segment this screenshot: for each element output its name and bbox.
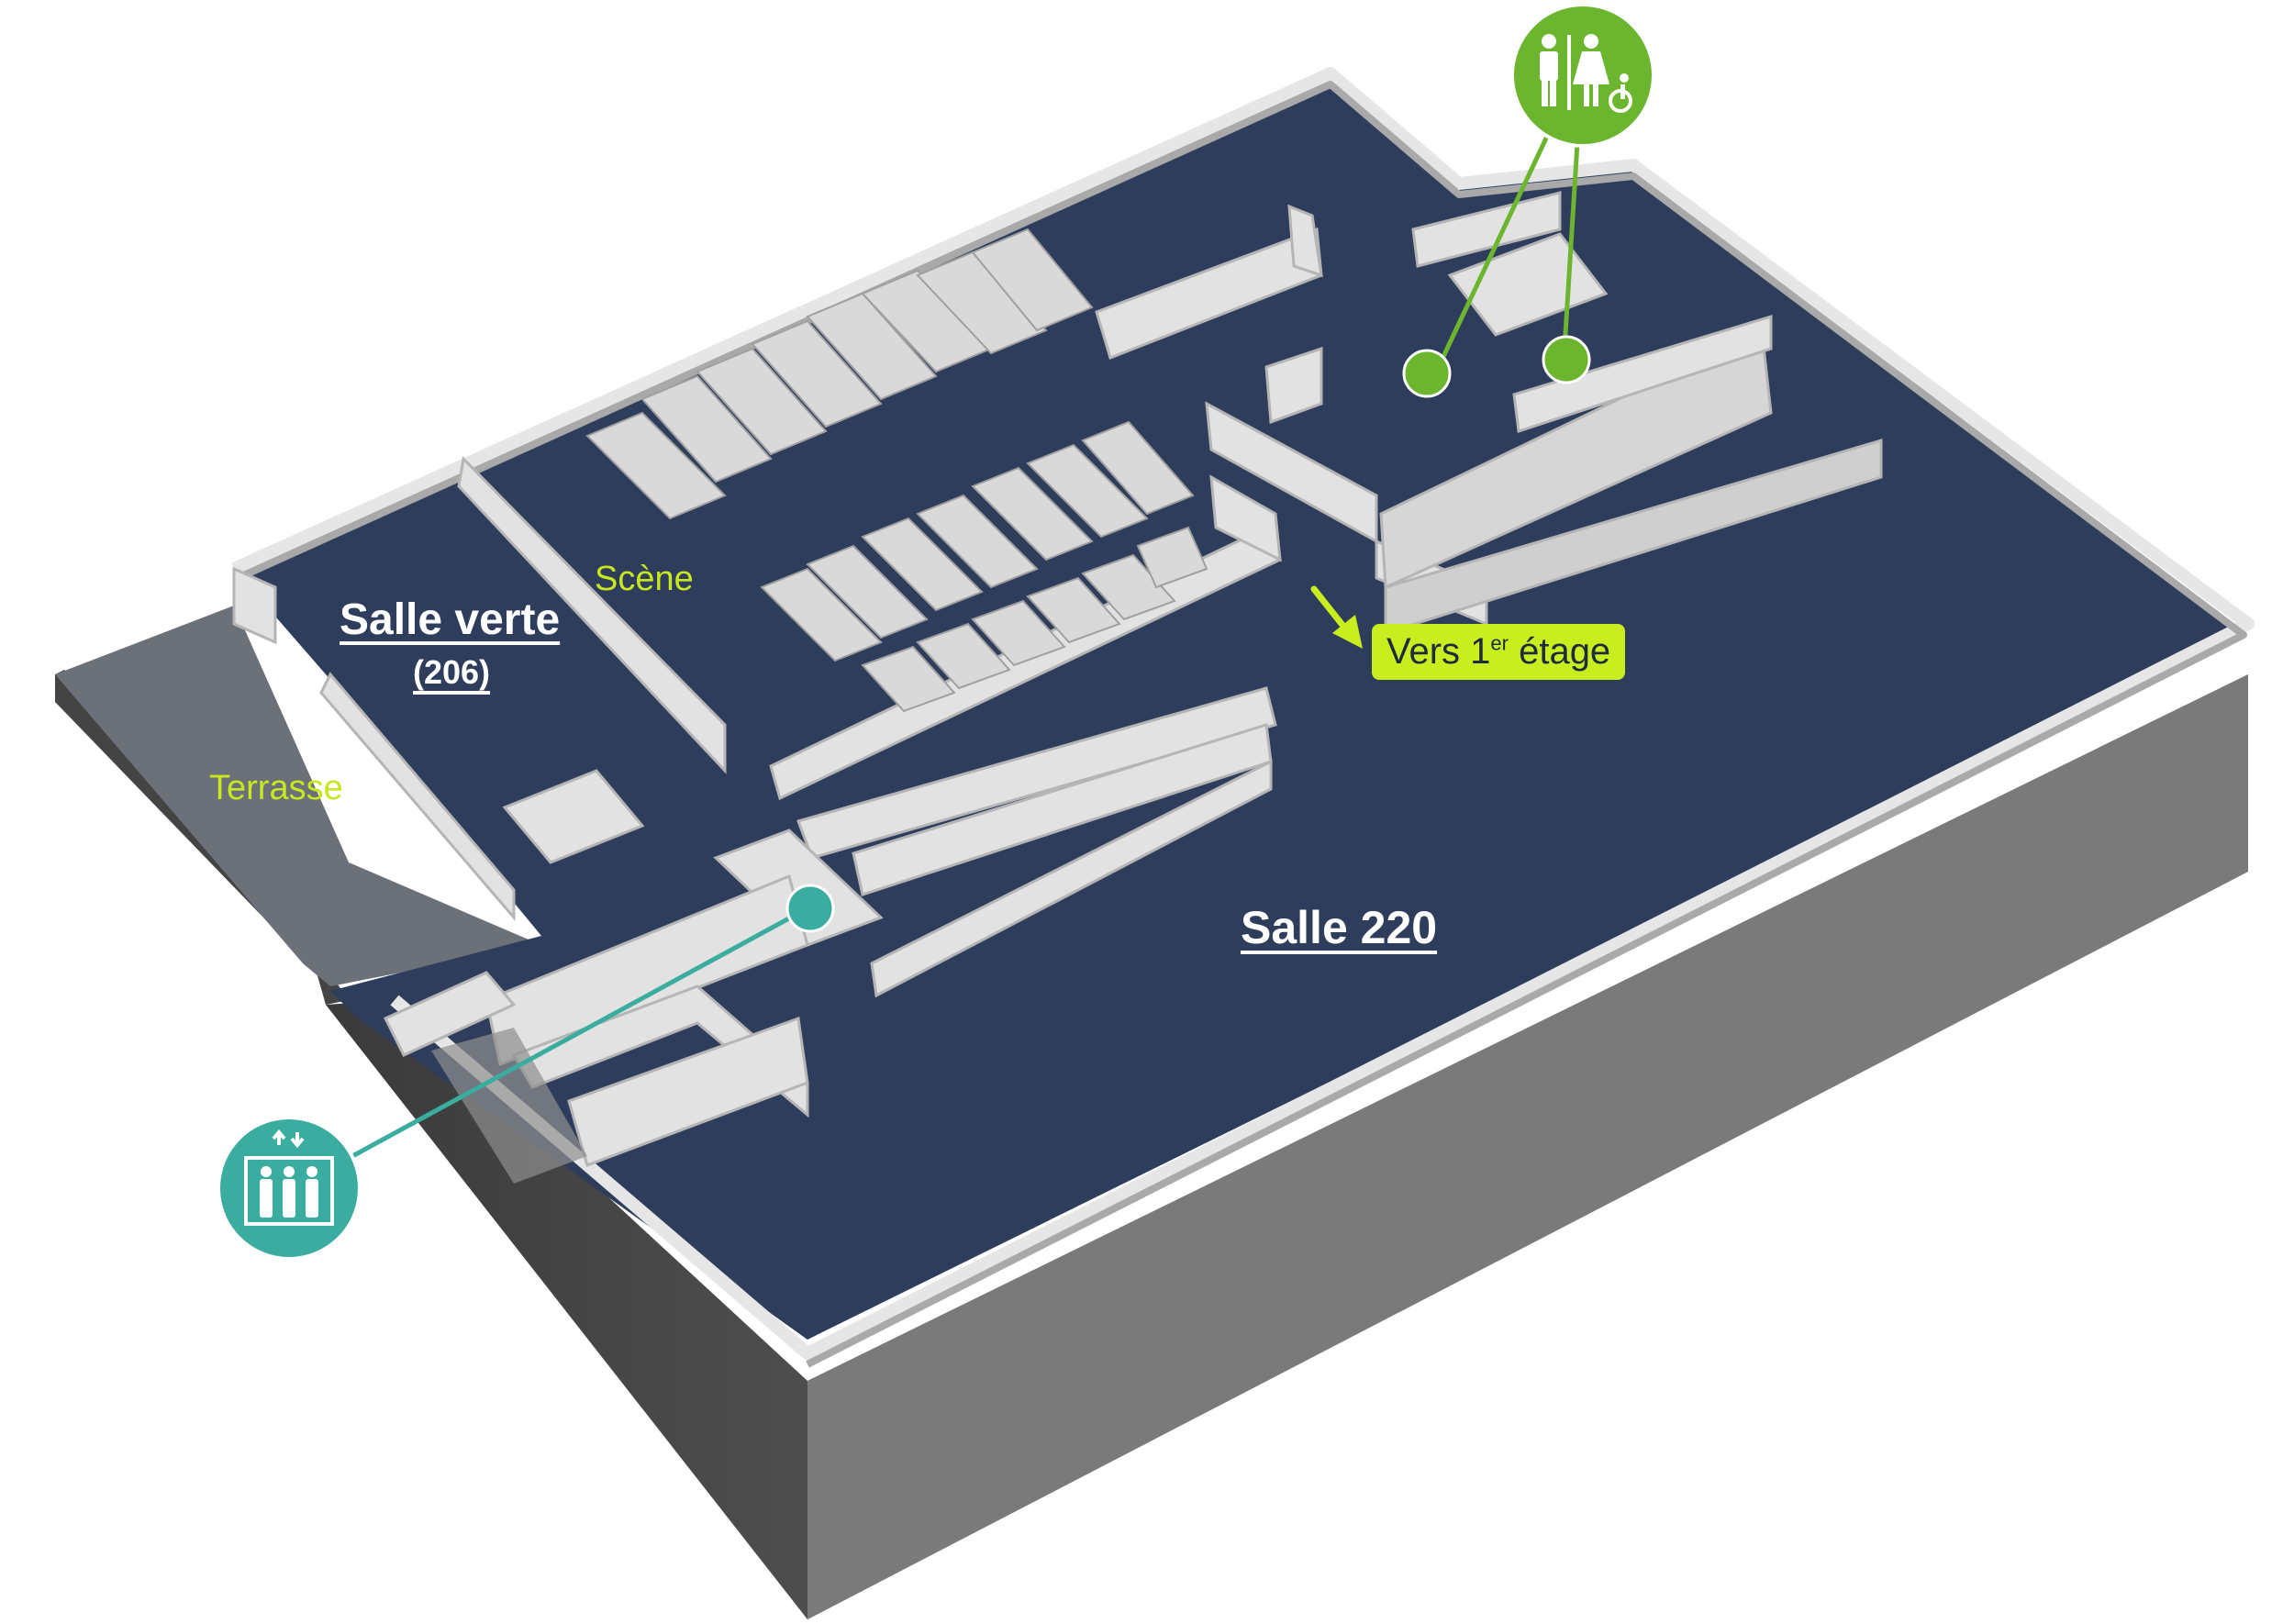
stairs-tag-sup: er <box>1490 631 1509 655</box>
stairs-tag-suffix: étage <box>1508 631 1611 672</box>
arrow-down-right-icon <box>1310 585 1363 649</box>
room-label-salle-220: Salle 220 <box>1241 902 1438 953</box>
seating-tables <box>585 228 1208 713</box>
stairs-to-first-floor-tag: Vers 1er étage <box>1372 624 1626 680</box>
elevator-lobby-floor <box>431 1028 587 1184</box>
elevator-icon <box>244 1129 334 1226</box>
room-number-salle-verte: (206) <box>413 653 491 691</box>
zone-label-scene: Scène <box>595 560 694 598</box>
terrace-area <box>55 606 541 986</box>
interior-walls <box>232 191 1883 1167</box>
room-label-salle-verte: Salle verte <box>340 595 561 644</box>
outer-wall-rim <box>231 67 2255 1360</box>
stairs-tag-prefix: Vers 1 <box>1386 631 1491 672</box>
restroom-accessible-icon <box>1540 34 1632 113</box>
zone-label-terrasse: Terrasse <box>209 769 343 807</box>
